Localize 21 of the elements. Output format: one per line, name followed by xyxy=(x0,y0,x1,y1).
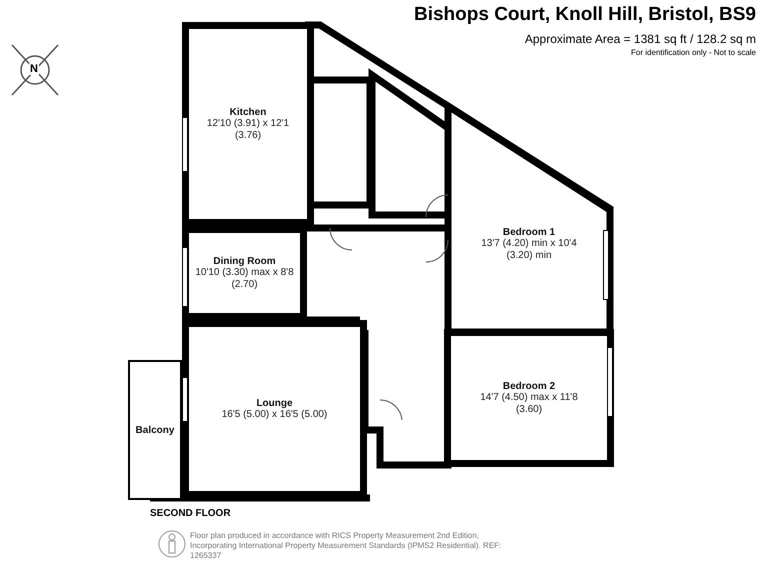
room-name: Bedroom 1 xyxy=(502,227,556,238)
room-dimensions: 10'10 (3.30) max x 8'8 (2.70) xyxy=(194,266,295,290)
room-dimensions: 12'10 (3.91) x 12'1 (3.76) xyxy=(206,118,290,142)
room-dimensions: 16'5 (5.00) x 16'5 (5.00) xyxy=(222,408,328,420)
title: Bishops Court, Knoll Hill, Bristol, BS9 xyxy=(414,4,756,26)
area-note: Approximate Area = 1381 sq ft / 128.2 sq m xyxy=(524,32,756,46)
room xyxy=(182,22,314,226)
balcony-area xyxy=(128,360,182,500)
room-dimensions: 13'7 (4.20) min x 10'4 (3.20) min xyxy=(480,238,578,262)
footnote: Floor plan produced in accordance with RICS Property Measurement 2nd Edition, Incorporating International Property Measurement Standards (IPMS2 Residential). REF: 1265337 xyxy=(190,531,502,561)
room xyxy=(444,100,614,329)
compass-letter: N xyxy=(29,63,39,75)
room-dimensions: 14'7 (4.50) max x 11'8 (3.60) xyxy=(479,392,579,416)
room-name: Lounge xyxy=(256,398,293,408)
floor-label: SECOND FLOOR xyxy=(150,508,231,519)
room-name: Bedroom 2 xyxy=(502,380,556,392)
room-name: Kitchen xyxy=(230,106,266,118)
room-name: Dining Room xyxy=(213,256,276,266)
room-name: Balcony xyxy=(136,424,174,436)
room xyxy=(444,329,614,467)
disclaimer-note: For identification only - Not to scale xyxy=(631,48,756,57)
